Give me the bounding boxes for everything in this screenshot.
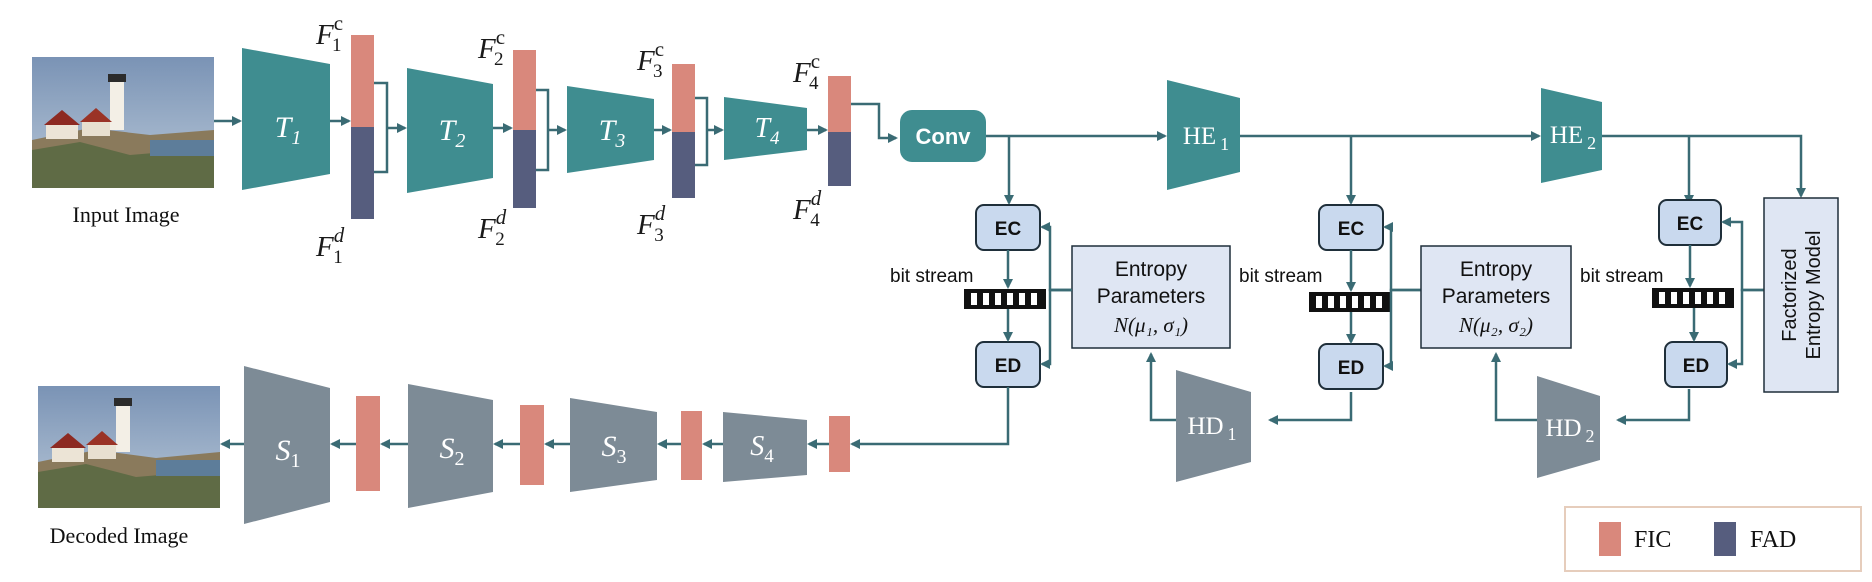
ec-3: EC — [1658, 199, 1722, 246]
ec-2: EC — [1318, 204, 1384, 251]
feature-fic-4 — [828, 76, 851, 132]
factorized-entropy-model: Factorized Entropy Model — [1763, 197, 1839, 393]
bitstream-2 — [1309, 292, 1391, 312]
encoder-label-t2: T2 — [439, 114, 466, 152]
decoder-block-s2 — [408, 384, 493, 508]
svg-text:Parameters: Parameters — [1097, 285, 1206, 308]
hyper-flow-arrows — [986, 131, 1806, 205]
svg-text:ED: ED — [995, 356, 1021, 377]
decoder-label-s3: S3 — [602, 430, 627, 468]
input-image-caption: Input Image — [73, 202, 180, 227]
bitstream-1 — [964, 289, 1046, 309]
decoded-feature-2 — [520, 405, 544, 485]
bitstream-label-2: bit stream — [1239, 266, 1322, 287]
svg-text:N(μ₂, σ₂): N(μ₂, σ₂) — [1458, 313, 1533, 337]
feature-fad-1 — [351, 127, 374, 219]
ed-2: ED — [1318, 343, 1384, 390]
decoded-image — [38, 386, 220, 508]
encoder-arrows — [214, 81, 898, 174]
svg-text:EC: EC — [1677, 214, 1704, 235]
input-image — [32, 57, 214, 188]
svg-text:Entropy: Entropy — [1460, 258, 1533, 281]
encoder-label-t4: T4 — [754, 113, 780, 149]
entropy-coding-arrows-2 — [1346, 222, 1421, 371]
svg-text:ED: ED — [1338, 358, 1364, 379]
svg-text:N(μ₁, σ₁): N(μ₁, σ₁) — [1113, 313, 1188, 337]
bitstream-3 — [1652, 288, 1734, 308]
legend: FIC FAD — [1564, 506, 1862, 572]
ed-1: ED — [975, 341, 1041, 388]
feature-fic-3 — [672, 64, 695, 132]
svg-text:Factorized: Factorized — [1779, 248, 1801, 341]
encoder-block-t3 — [567, 86, 654, 173]
encoder-label-t1: T1 — [275, 111, 302, 149]
entropy-params-1: Entropy Parameters N(μ₁, σ₁) — [1071, 245, 1231, 349]
svg-text:Entropy Model: Entropy Model — [1803, 231, 1825, 360]
legend-label-fic: FIC — [1634, 527, 1671, 553]
entropy-params-2: Entropy Parameters N(μ₂, σ₂) — [1420, 245, 1572, 349]
bitstream-label-3: bit stream — [1580, 266, 1663, 287]
bitstream-label-1: bit stream — [890, 266, 973, 287]
feature-fic-2 — [513, 50, 536, 130]
hyper-decoder-hd1 — [1176, 370, 1251, 482]
conv-block: Conv — [900, 110, 986, 162]
feature-fad-4 — [828, 132, 851, 186]
hd1-arrows — [1146, 352, 1353, 425]
legend-swatch-fad — [1714, 522, 1736, 556]
hyper-encoder-he1 — [1167, 80, 1240, 190]
svg-text:Parameters: Parameters — [1442, 285, 1551, 308]
decoded-feature-1 — [356, 396, 380, 491]
svg-text:Entropy: Entropy — [1115, 258, 1188, 281]
decoded-feature-3 — [681, 411, 702, 480]
entropy-coding-arrows-3 — [1685, 217, 1764, 369]
decoder-block-s1 — [244, 366, 330, 524]
decoder-block-s3 — [570, 398, 657, 492]
decoder-arrows — [220, 387, 1010, 449]
conv-label: Conv — [916, 124, 972, 149]
feature-fic-1 — [351, 35, 374, 127]
encoder-block-t4 — [724, 97, 807, 160]
svg-text:ED: ED — [1683, 356, 1709, 377]
hd2-arrows — [1491, 352, 1691, 425]
encoder-label-t3: T3 — [599, 114, 626, 152]
decoder-label-s2: S2 — [440, 432, 465, 470]
encoder-block-t1 — [242, 48, 330, 190]
feature-fad-3 — [672, 132, 695, 198]
encoder-block-t2 — [407, 68, 493, 193]
feature-fad-2 — [513, 130, 536, 208]
legend-label-fad: FAD — [1750, 527, 1796, 553]
ed-3: ED — [1664, 341, 1728, 388]
decoded-feature-4 — [829, 416, 850, 472]
decoder-label-s1: S1 — [276, 434, 301, 472]
hyper-encoder-he2 — [1541, 88, 1602, 183]
svg-text:EC: EC — [995, 219, 1022, 240]
decoder-block-s4 — [723, 412, 807, 482]
svg-text:EC: EC — [1338, 219, 1365, 240]
decoded-image-caption: Decoded Image — [50, 523, 189, 548]
legend-swatch-fic — [1599, 522, 1621, 556]
decoder-label-s4: S4 — [750, 431, 774, 467]
ec-1: EC — [975, 204, 1041, 251]
hyper-decoder-hd2 — [1537, 376, 1600, 478]
